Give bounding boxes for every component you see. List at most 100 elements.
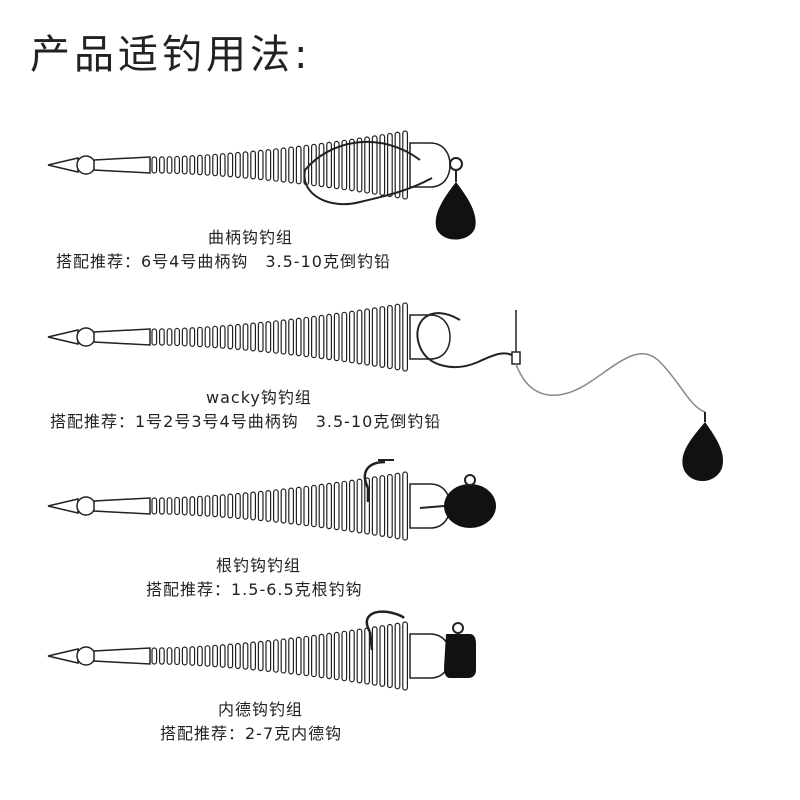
lure-rib: [280, 488, 287, 524]
lure-rib: [333, 631, 340, 681]
wacky-rig-illustration: [47, 302, 724, 482]
leader-line: [515, 352, 706, 413]
lure-rib: [159, 328, 165, 346]
lure-rib: [204, 495, 211, 517]
lure-rib: [371, 476, 378, 536]
lure-rib: [371, 307, 378, 367]
lure-rib: [394, 622, 401, 690]
lure-rib: [174, 646, 181, 666]
lure-rib: [212, 153, 219, 177]
lure-tail-tip: [47, 329, 79, 345]
lure-rib: [402, 621, 408, 691]
lure-rib: [273, 320, 279, 354]
lure-rib: [265, 149, 272, 181]
lure-rib: [303, 316, 310, 358]
lure-head: [409, 633, 451, 679]
lure-rib: [371, 626, 378, 686]
lure-rib: [318, 633, 325, 679]
lure-rib: [235, 151, 241, 179]
lure-rib: [166, 328, 173, 346]
lure-rib: [280, 319, 287, 355]
lure-rib: [242, 151, 249, 179]
lure-rib: [204, 154, 211, 176]
lure-tail-tip: [47, 498, 79, 514]
lure-rib: [273, 639, 279, 673]
lure-rib: [219, 494, 226, 518]
lure-rib: [387, 473, 393, 539]
lure-rib: [219, 153, 226, 177]
knot-icon: [511, 351, 521, 365]
lure-rib: [212, 644, 219, 668]
lure-rib: [174, 496, 181, 516]
lure-rib: [394, 472, 401, 540]
rig-crank-hook: 曲柄钩钓组 搭配推荐：6号4号曲柄钩 3.5-10克倒钓铅: [0, 120, 800, 271]
lure-tail-tip: [47, 648, 79, 664]
lure-rib: [235, 642, 241, 670]
lure-rib: [257, 149, 264, 181]
lure-rib: [265, 640, 272, 672]
rig-name: wacky钩钓组: [206, 388, 312, 407]
lure-rib: [333, 481, 340, 531]
lure-rib: [189, 646, 196, 666]
lure-rib: [189, 327, 196, 347]
lure-rib: [181, 327, 188, 347]
lure-tail-ball: [76, 646, 96, 666]
lure-rib: [295, 486, 302, 526]
lure-rib: [356, 478, 363, 534]
lure-rib: [159, 647, 165, 665]
lure-rib: [288, 637, 294, 675]
lure-rib: [394, 131, 401, 199]
lure-rib: [364, 136, 370, 194]
lure-rib: [387, 623, 393, 689]
lure-rib: [341, 311, 348, 363]
lure-rib: [166, 497, 173, 515]
lure-rib: [303, 635, 310, 677]
lure-rib: [356, 628, 363, 684]
lure-rib: [295, 317, 302, 357]
lure-rib: [174, 155, 181, 175]
lure-rib: [227, 152, 234, 178]
lure-rib: [257, 640, 264, 672]
lure-stem: [93, 328, 151, 346]
lure-rib: [242, 323, 249, 351]
lure-rib: [227, 493, 234, 519]
ned-rig-illustration: [47, 610, 476, 691]
rig-name: 曲柄钩钓组: [208, 228, 294, 247]
lure-rib: [204, 645, 211, 667]
lure-rib: [250, 491, 257, 521]
lure-rib: [379, 475, 386, 537]
rig-recommend: 搭配推荐：6号4号曲柄钩 3.5-10克倒钓铅: [56, 252, 391, 271]
lure-rib: [318, 314, 325, 360]
lure-rib: [197, 645, 203, 667]
lure-rib: [295, 145, 302, 185]
lure-rib: [242, 492, 249, 520]
rig-round-jig: 根钓钩钓组 搭配推荐：1.5-6.5克根钓钩: [0, 452, 800, 599]
ned-head-icon: [444, 634, 476, 678]
lure-rib: [219, 644, 226, 668]
lure-rib: [288, 487, 294, 525]
lure-body: [47, 302, 451, 372]
lure-tail-ball: [76, 496, 96, 516]
lure-rib: [159, 497, 165, 515]
lure-rib: [379, 306, 386, 368]
lure-rib: [151, 647, 158, 665]
lure-rib: [333, 312, 340, 362]
lure-rib: [402, 302, 408, 372]
crank-hook-icon: [303, 140, 433, 206]
lure-rib: [197, 326, 203, 348]
lure-stem: [93, 156, 151, 174]
rig-recommend: 搭配推荐：1.5-6.5克根钓钩: [146, 580, 363, 599]
lure-rib: [326, 482, 332, 530]
lure-rib: [166, 156, 173, 174]
lure-rib: [311, 634, 317, 678]
lure-rib: [151, 156, 158, 174]
rig-recommend: 搭配推荐：2-7克内德钩: [160, 724, 343, 743]
lure-tail-ball: [76, 327, 96, 347]
lure-rib: [288, 146, 294, 184]
lure-rib: [387, 304, 393, 370]
lure-rib: [280, 147, 287, 183]
lure-rib: [311, 143, 317, 187]
lure-rib: [181, 646, 188, 666]
round-jig-rig-illustration: [47, 459, 496, 541]
lure-rib: [326, 313, 332, 361]
